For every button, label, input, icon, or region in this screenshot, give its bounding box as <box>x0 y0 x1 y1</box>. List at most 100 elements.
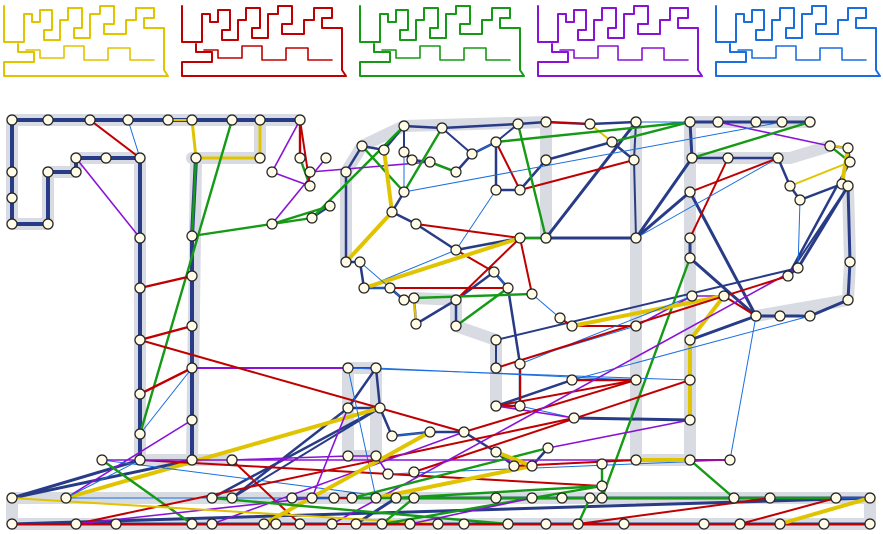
graph-node <box>805 117 815 127</box>
graph-node <box>597 493 607 503</box>
graph-node <box>735 519 745 529</box>
graph-node <box>783 271 793 281</box>
path-halo <box>700 146 830 158</box>
graph-node <box>685 455 695 465</box>
graph-node <box>411 219 421 229</box>
graph-node <box>631 455 641 465</box>
graph-node <box>459 519 469 529</box>
graph-node <box>227 493 237 503</box>
graph-node <box>685 187 695 197</box>
graph-node <box>187 115 197 125</box>
edge-red <box>496 142 520 190</box>
graph-node <box>7 167 17 177</box>
thumb-green <box>360 6 524 76</box>
graph-node <box>795 195 805 205</box>
edge-purple <box>272 120 300 172</box>
graph-node <box>685 335 695 345</box>
edge-red <box>416 224 520 238</box>
thumbnail-outline <box>360 6 524 76</box>
graph-node <box>425 157 435 167</box>
graph-node <box>207 519 217 529</box>
graph-node <box>513 119 523 129</box>
graph-node <box>775 519 785 529</box>
graph-node <box>631 117 641 127</box>
graph-node <box>687 291 697 301</box>
graph-node <box>135 429 145 439</box>
edge-navy <box>590 122 636 124</box>
thumb-yellow <box>4 6 168 76</box>
graph-node <box>777 117 787 127</box>
graph-node <box>357 141 367 151</box>
graph-node <box>619 519 629 529</box>
graph-node <box>845 157 855 167</box>
graph-node <box>187 415 197 425</box>
edge-purple <box>548 420 690 448</box>
graph-node <box>379 145 389 155</box>
graph-node <box>845 257 855 267</box>
graph-node <box>343 363 353 373</box>
edge-red <box>140 368 192 394</box>
graph-node <box>111 519 121 529</box>
graph-node <box>805 311 815 321</box>
edge-yellow <box>364 238 520 288</box>
graph-node <box>437 123 447 133</box>
graph-node <box>7 519 17 529</box>
graph-node <box>287 493 297 503</box>
graph-node <box>387 207 397 217</box>
edge-navy <box>496 268 798 340</box>
graph-node <box>491 401 501 411</box>
graph-node <box>305 181 315 191</box>
graph-node <box>451 167 461 177</box>
graph-node <box>7 115 17 125</box>
graph-node <box>135 455 145 465</box>
graph-node <box>135 233 145 243</box>
graph-node <box>567 375 577 385</box>
graph-node <box>399 121 409 131</box>
graph-node <box>61 493 71 503</box>
graph-node <box>543 443 553 453</box>
thumbnail-strip <box>4 6 880 76</box>
graph-node <box>527 461 537 471</box>
thumb-purple <box>538 6 702 76</box>
graph-node <box>267 167 277 177</box>
graph-node <box>557 493 567 503</box>
graph-node <box>351 519 361 529</box>
graph-node <box>451 245 461 255</box>
graph-node <box>865 519 875 529</box>
graph-node <box>541 117 551 127</box>
graph-node <box>491 363 501 373</box>
graph-node <box>347 493 357 503</box>
graph-node <box>187 271 197 281</box>
graph-node <box>585 119 595 129</box>
graph-node <box>793 263 803 273</box>
graph-node <box>425 427 435 437</box>
graph-node <box>385 283 395 293</box>
edge-navy <box>442 128 472 154</box>
graph-node <box>451 295 461 305</box>
graph-node <box>687 153 697 163</box>
graph-node <box>491 137 501 147</box>
graph-node <box>343 451 353 461</box>
graph-node <box>307 213 317 223</box>
graph-node <box>685 253 695 263</box>
graph-node <box>325 201 335 211</box>
graph-node <box>97 455 107 465</box>
graph-node <box>751 311 761 321</box>
graph-node <box>555 313 565 323</box>
graph-node <box>43 167 53 177</box>
graph-node <box>375 403 385 413</box>
edge-green <box>192 218 312 236</box>
thumbnail-inner-stroke <box>26 46 154 60</box>
edge-navy <box>508 288 520 364</box>
graph-node <box>135 389 145 399</box>
graph-node <box>207 493 217 503</box>
graph-node <box>585 493 595 503</box>
graph-node <box>359 283 369 293</box>
graph-node <box>491 185 501 195</box>
graph-node <box>503 519 513 529</box>
edge-red <box>546 122 590 124</box>
graph-node <box>515 185 525 195</box>
edge-navy <box>848 262 850 300</box>
graph-node <box>71 167 81 177</box>
